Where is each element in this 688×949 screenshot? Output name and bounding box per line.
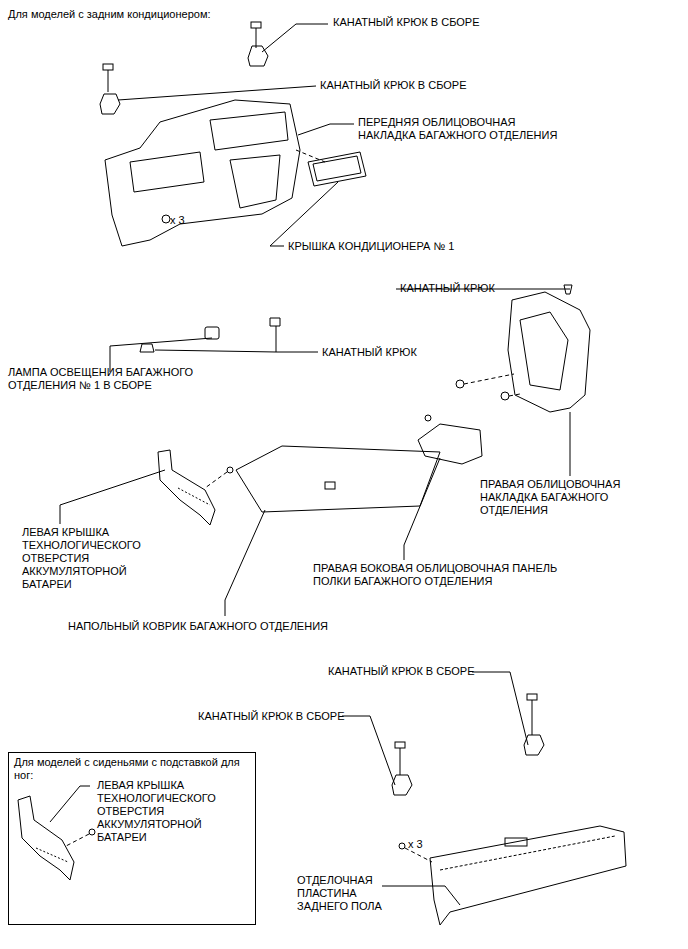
rope-hook <box>524 694 544 755</box>
part-label: ЛАМПА ОСВЕЩЕНИЯ БАГАЖНОГО ОТДЕЛЕНИЯ № 1 … <box>8 366 213 392</box>
inset-box: Для моделей с сиденьями с подставкой для… <box>8 752 256 925</box>
floor-mat <box>236 446 440 512</box>
part-label: НАПОЛЬНЫЙ КОВРИК БАГАЖНОГО ОТДЕЛЕНИЯ <box>68 620 348 633</box>
rear-floor-plate <box>430 826 626 925</box>
part-label: ПЕРЕДНЯЯ ОБЛИЦОВОЧНАЯ НАКЛАДКА БАГАЖНОГО… <box>358 116 573 142</box>
ac-cover <box>308 152 366 186</box>
part-label: КАНАТНЫЙ КРЮК В СБОРЕ <box>320 79 540 92</box>
part-label: ЛЕВАЯ КРЫШКА ТЕХНОЛОГИЧЕСКОГО ОТВЕРСТИЯ … <box>97 779 225 844</box>
luggage-lamp <box>205 327 219 339</box>
rope-hook <box>248 22 268 66</box>
rope-hook <box>392 742 412 795</box>
part-label: КРЫШКА КОНДИЦИОНЕРА № 1 <box>288 240 488 253</box>
right-trim-panel <box>508 292 590 412</box>
battery-cover-inset <box>18 796 95 880</box>
inset-heading: Для моделей с сиденьями с подставкой для… <box>14 756 250 782</box>
part-label: ПРАВАЯ ОБЛИЦОВОЧНАЯ НАКЛАДКА БАГАЖНОГО О… <box>480 478 635 517</box>
part-label: ОТДЕЛОЧНАЯ ПЛАСТИНА ЗАДНЕГО ПОЛА <box>297 874 397 913</box>
part-label: КАНАТНЫЙ КРЮК В СБОРЕ <box>328 665 528 678</box>
part-label: КАНАТНЫЙ КРЮК В СБОРЕ <box>333 16 533 29</box>
front-trim-panel <box>105 100 300 246</box>
part-label: КАНАТНЫЙ КРЮК <box>400 282 520 295</box>
rope-hook <box>100 64 120 114</box>
section-note: Для моделей с задним кондиционером: <box>8 8 308 21</box>
part-label: КАНАТНЫЙ КРЮК В СБОРЕ <box>198 710 398 723</box>
quantity-note: x 3 <box>408 838 448 851</box>
part-label: КАНАТНЫЙ КРЮК <box>322 346 452 359</box>
leader-lines <box>50 24 570 905</box>
rope-hook <box>140 344 154 352</box>
battery-cover <box>158 450 215 525</box>
part-label: ЛЕВАЯ КРЫШКА ТЕХНОЛОГИЧЕСКОГО ОТВЕРСТИЯ … <box>22 526 150 591</box>
rope-hook <box>270 318 280 326</box>
part-label: ПРАВАЯ БОКОВАЯ ОБЛИЦОВОЧНАЯ ПАНЕЛЬ ПОЛКИ… <box>313 562 583 588</box>
quantity-note: x 3 <box>170 214 210 227</box>
shelf-side-panel <box>418 424 482 464</box>
